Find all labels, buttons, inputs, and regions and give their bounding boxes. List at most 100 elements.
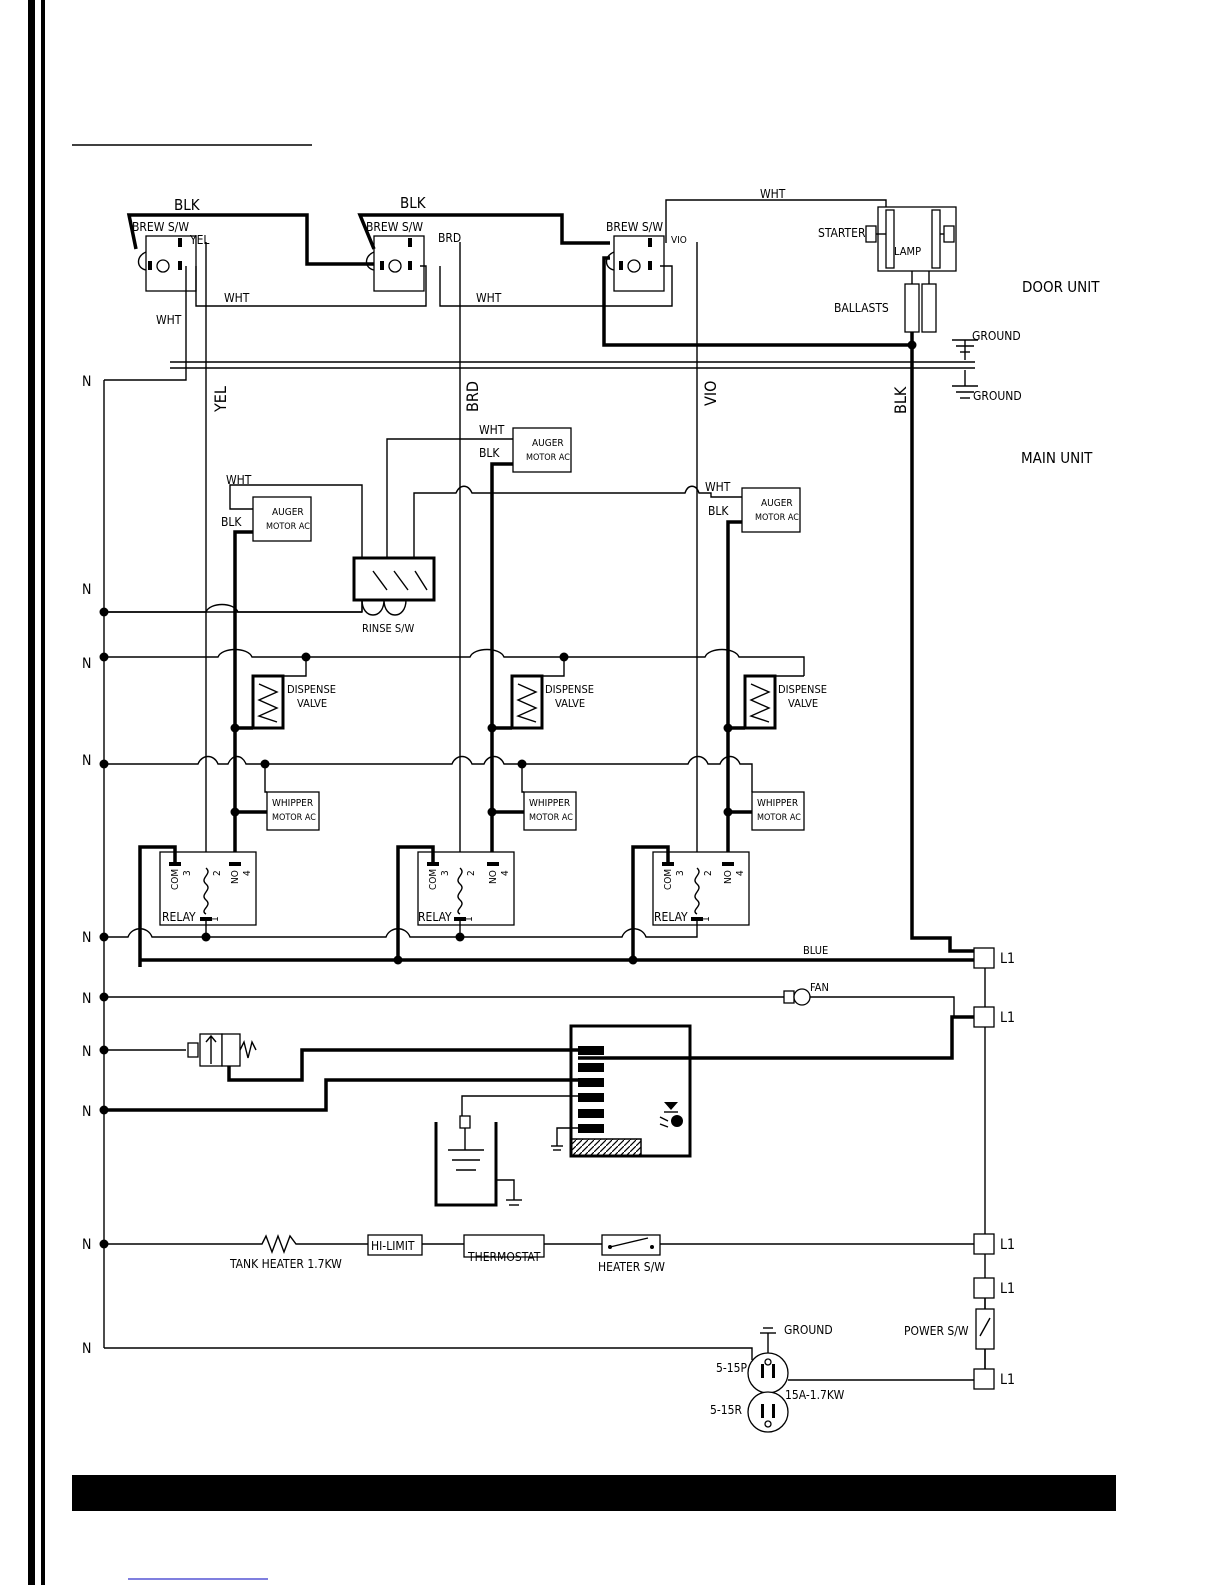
relay-3-pin2: 2	[703, 870, 714, 876]
auger-wht-3: WHT	[705, 480, 731, 494]
dispense-valve-1	[230, 657, 307, 733]
dispense-valve-3	[723, 674, 804, 733]
labels: DOOR UNIT MAIN UNIT BLK BLK WHT YEL BRD …	[82, 187, 1100, 1417]
whipper-label-2b: MOTOR AC	[529, 813, 573, 823]
ballasts-label: BALLASTS	[834, 301, 889, 315]
brew-switch-label-3: BREW S/W	[606, 220, 663, 234]
auger-blk-1: BLK	[221, 515, 242, 529]
relay-1-no: NO	[230, 870, 241, 884]
brew-switch-2	[365, 235, 425, 292]
ground-label-3: GROUND	[784, 1323, 833, 1337]
dispense-valve-2	[487, 657, 565, 733]
plug-5-15p	[104, 1327, 974, 1394]
whipper-motor-3	[723, 791, 805, 831]
n-label-4: N	[82, 753, 91, 769]
relay-3-pin3: 3	[675, 870, 686, 876]
thermostat-label: THERMOSTAT	[467, 1250, 541, 1264]
l1-label-4: L1	[1000, 1281, 1015, 1297]
l1-label-1: L1	[1000, 951, 1015, 967]
whipper-motor-2	[487, 764, 577, 831]
wire-vio-small: VIO	[671, 235, 687, 246]
wire-yel-vertical: YEL	[211, 386, 230, 413]
inlet-solenoid	[99, 1033, 257, 1067]
page-border-bar-inner	[41, 0, 45, 1585]
auger-blk-3: BLK	[708, 504, 729, 518]
n-label-10: N	[82, 1341, 91, 1357]
starter-label: STARTER	[818, 226, 866, 240]
dispense-label-1a: DISPENSE	[287, 683, 336, 696]
wire-blk-1: BLK	[174, 196, 201, 214]
wire-yel-small: YEL	[189, 233, 209, 247]
wire-vio-vertical: VIO	[701, 381, 720, 406]
whipper-label-1b: MOTOR AC	[272, 813, 316, 823]
lamp-label: LAMP	[894, 245, 921, 258]
lamp-assembly	[865, 206, 957, 272]
wire-brd-vertical: BRD	[463, 381, 482, 412]
whipper-label-2a: WHIPPER	[529, 798, 570, 809]
auger-blk-2: BLK	[479, 446, 500, 460]
relay-2	[396, 845, 515, 960]
power-switch	[975, 1298, 995, 1369]
door-unit	[104, 199, 978, 399]
l1-label-5: L1	[1000, 1372, 1015, 1388]
n-label-2: N	[82, 582, 91, 598]
wire-wht-2: WHT	[476, 291, 502, 305]
auger-label-3b: MOTOR AC	[755, 513, 799, 523]
fan-label: FAN	[810, 981, 829, 994]
dispense-label-1b: VALVE	[297, 697, 327, 710]
n-label-8: N	[82, 1104, 91, 1120]
l1-terminal-2	[973, 1006, 995, 1028]
auger-label-2b: MOTOR AC	[526, 453, 570, 463]
heater-switch-label: HEATER S/W	[598, 1260, 665, 1274]
n-label-7: N	[82, 1044, 91, 1060]
fan	[99, 988, 974, 1018]
auger-motor-1	[104, 484, 363, 868]
auger-label-2a: AUGER	[532, 438, 564, 449]
door-unit-label: DOOR UNIT	[1022, 278, 1100, 296]
n-label-5: N	[82, 930, 91, 946]
power-switch-label: POWER S/W	[904, 1324, 969, 1338]
wire-brd-small: BRD	[438, 231, 461, 245]
rinse-switch	[352, 556, 436, 616]
relay-2-pin1: 1	[464, 916, 475, 922]
auger-label-3a: AUGER	[761, 498, 793, 509]
l1-terminal-5	[973, 1368, 995, 1390]
relay-3	[631, 845, 750, 960]
l1-label-3: L1	[1000, 1237, 1015, 1253]
relay-1	[138, 845, 257, 967]
n-label-1: N	[82, 374, 91, 390]
l1-terminal-1	[973, 947, 995, 969]
wire-blk-vertical: BLK	[891, 386, 910, 414]
whipper-label-3a: WHIPPER	[757, 798, 798, 809]
brew-switch-3	[605, 235, 665, 292]
l1-terminal-4	[973, 1277, 995, 1299]
plug-label: 5-15P	[716, 1361, 747, 1375]
relay-label-3: RELAY	[654, 910, 688, 924]
receptacle-5-15r	[747, 1391, 789, 1433]
whipper-motor-1	[230, 764, 320, 831]
ground-label-2: GROUND	[973, 389, 1022, 403]
relay-3-pin1: 1	[701, 916, 712, 922]
dispense-label-2a: DISPENSE	[545, 683, 594, 696]
auger-motor-2	[386, 427, 572, 868]
relay-1-pin1: 1	[210, 916, 221, 922]
brew-switch-label-2: BREW S/W	[366, 220, 423, 234]
receptacle-label: 5-15R	[710, 1403, 742, 1417]
auger-motor-3	[413, 485, 801, 868]
wire-wht-3: WHT	[156, 313, 182, 327]
control-board	[569, 1024, 692, 1158]
rinse-switch-label: RINSE S/W	[362, 622, 414, 635]
auger-label-1a: AUGER	[272, 507, 304, 518]
footer-bar	[72, 1475, 1116, 1511]
wire-wht-top: WHT	[760, 187, 786, 201]
n-label-6: N	[82, 991, 91, 1007]
relay-2-no: NO	[488, 870, 499, 884]
heater-circuit	[99, 1234, 974, 1258]
wire-blk-2: BLK	[400, 194, 427, 212]
ground-symbol-main	[952, 370, 978, 399]
auger-label-1b: MOTOR AC	[266, 522, 310, 532]
wire-wht-1: WHT	[224, 291, 250, 305]
relay-3-pin4: 4	[735, 870, 746, 876]
water-tank	[434, 1115, 522, 1207]
